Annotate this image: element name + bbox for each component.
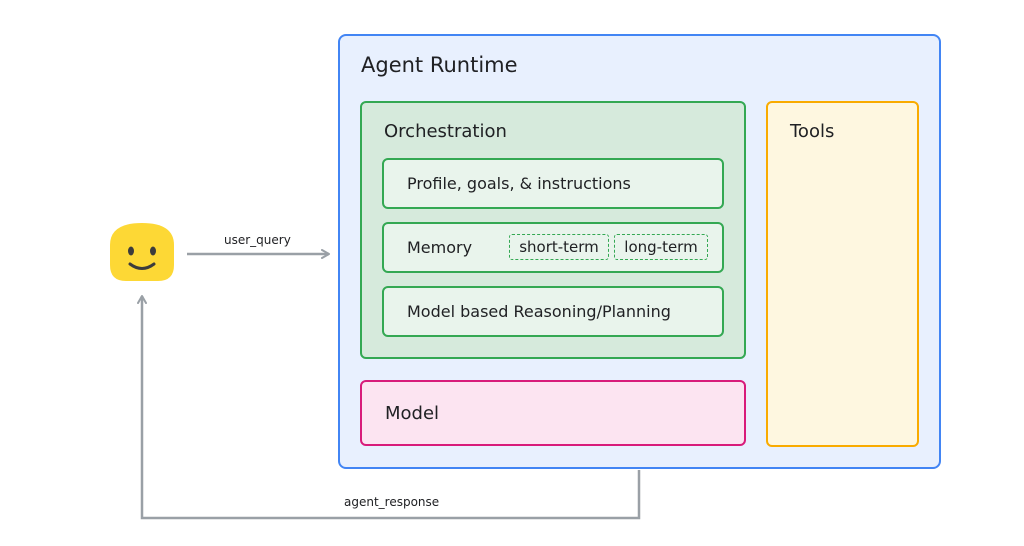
agent-response-label: agent_response [344,495,440,509]
reasoning-planning-box: Model based Reasoning/Planning [382,286,724,337]
agent-runtime-title: Agent Runtime [361,53,518,77]
smiley-face-icon [110,223,174,281]
user-query-label: user_query [224,233,291,247]
profile-goals-label: Profile, goals, & instructions [407,174,631,193]
short-term-memory-tag: short-term [509,234,609,260]
orchestration-title: Orchestration [384,121,507,142]
reasoning-planning-label: Model based Reasoning/Planning [407,302,671,321]
memory-label: Memory [407,238,473,257]
memory-box: Memory [382,222,724,273]
model-box: Model [360,380,746,446]
profile-goals-box: Profile, goals, & instructions [382,158,724,209]
agent-response-arrow [137,295,641,520]
model-label: Model [385,402,440,424]
tools-box [766,101,919,447]
long-term-memory-tag: long-term [614,234,708,260]
tools-title: Tools [790,121,835,142]
